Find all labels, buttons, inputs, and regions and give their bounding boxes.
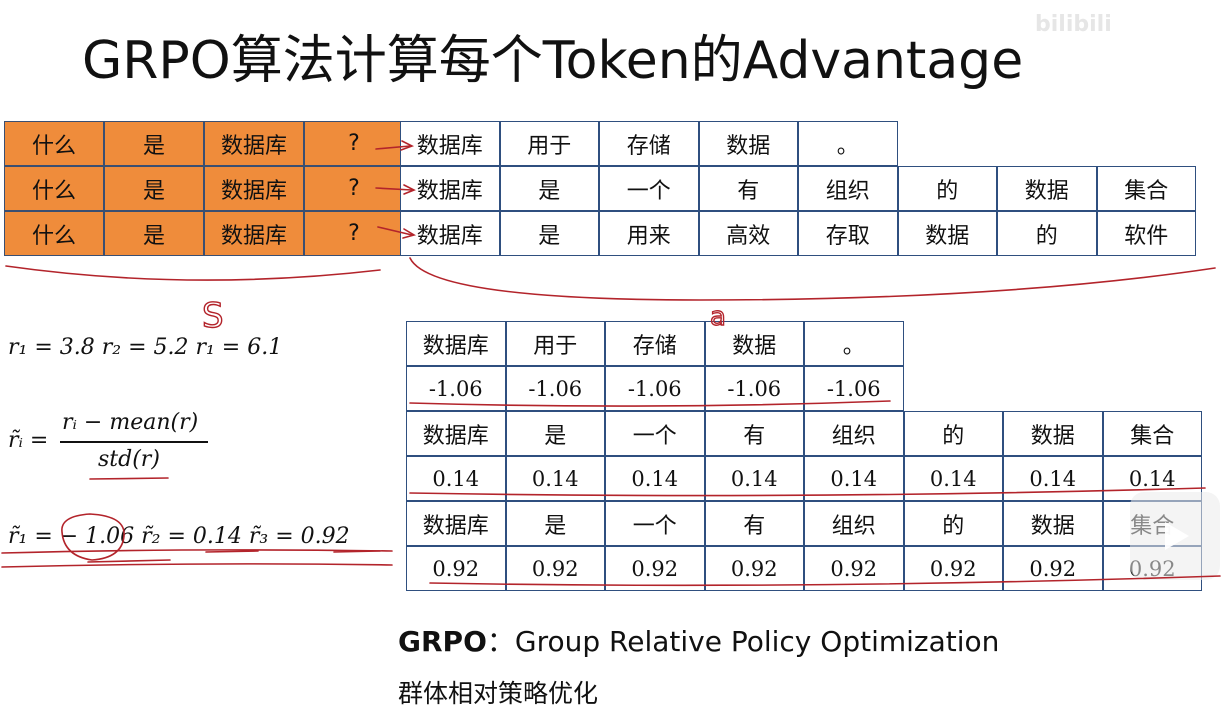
prompt-token-cell: 数据库 xyxy=(204,121,304,166)
response-token-cell: 数据库 xyxy=(400,166,500,211)
rewards-formula: r₁ = 3.8 r₂ = 5.2 r₁ = 6.1 xyxy=(8,335,283,360)
prompt-token-cell: ? xyxy=(304,121,404,166)
advantage-token-cell: 存储 xyxy=(605,321,705,366)
response-token-cell: 的 xyxy=(897,166,997,211)
advantage-value-cell: 0.14 xyxy=(406,456,506,501)
response-token-cell: 数据 xyxy=(897,211,997,256)
response-token-cell: 组织 xyxy=(798,166,898,211)
advantage-token-cell: 组织 xyxy=(804,501,904,546)
response-token-cell: 存储 xyxy=(599,121,699,166)
response-token-cell: 。 xyxy=(798,121,898,166)
advantage-token-cell: 数据 xyxy=(1003,411,1103,456)
response-token-cell: 软件 xyxy=(1096,211,1196,256)
advantage-token-cell: 数据 xyxy=(704,321,804,366)
caption-chinese: 群体相对策略优化 xyxy=(398,679,599,708)
caption-expansion: ：Group Relative Policy Optimization xyxy=(486,625,1000,658)
page-title: GRPO算法计算每个Token的Advantage xyxy=(82,31,1024,91)
prompt-token-cell: 什么 xyxy=(4,166,104,211)
response-token-cell: 数据 xyxy=(698,121,798,166)
left-rule-2 xyxy=(1,563,393,568)
underline-result-2 xyxy=(205,550,259,553)
response-token-cell: 是 xyxy=(499,211,599,256)
response-token-cell: 的 xyxy=(997,211,1097,256)
advantage-value-cell: 0.14 xyxy=(903,456,1003,501)
advantage-value-cell: 0.14 xyxy=(704,456,804,501)
prompt-token-cell: 是 xyxy=(104,121,204,166)
advantage-token-cell: 数据 xyxy=(1003,501,1103,546)
response-token-cell: 存取 xyxy=(798,211,898,256)
caption-english: GRPO：Group Relative Policy Optimization xyxy=(398,620,999,660)
advantage-value-cell: 0.14 xyxy=(1003,456,1103,501)
advantage-value-cell: -1.06 xyxy=(406,366,506,411)
underline-result-1 xyxy=(87,559,171,563)
advantage-token-cell: 一个 xyxy=(605,411,705,456)
advantage-token-cell: 的 xyxy=(903,411,1003,456)
advantage-results-formula: r̃₁ = − 1.06 r̃₂ = 0.14 r̃₃ = 0.92 xyxy=(8,524,350,549)
advantage-token-cell: 数据库 xyxy=(406,321,506,366)
advantage-value-cell: 0.92 xyxy=(605,546,705,591)
advantage-token-cell: 组织 xyxy=(804,411,904,456)
response-token-cell: 高效 xyxy=(698,211,798,256)
normalize-formula-numerator: rᵢ − mean(r) xyxy=(62,410,199,435)
advantage-value-cell: 0.92 xyxy=(406,546,506,591)
prompt-token-cell: 什么 xyxy=(4,211,104,256)
advantage-token-cell: 是 xyxy=(505,411,605,456)
advantage-token-cell: 有 xyxy=(704,411,804,456)
prompt-token-cell: ? xyxy=(304,211,404,256)
prompt-token-cell: 什么 xyxy=(4,121,104,166)
advantage-value-cell: 0.92 xyxy=(804,546,904,591)
handwritten-s-mark: S xyxy=(202,296,224,336)
advantage-token-cell: 数据库 xyxy=(406,501,506,546)
advantage-token-cell: 数据库 xyxy=(406,411,506,456)
caption-acronym: GRPO xyxy=(398,625,487,658)
advantage-token-cell: 用于 xyxy=(505,321,605,366)
advantage-token-cell: 是 xyxy=(505,501,605,546)
advantage-value-cell: 0.14 xyxy=(804,456,904,501)
brace-prompt xyxy=(5,265,381,281)
response-token-cell: 一个 xyxy=(599,166,699,211)
advantage-token-cell: 集合 xyxy=(1102,411,1202,456)
response-token-cell: 是 xyxy=(499,166,599,211)
advantage-value-cell: -1.06 xyxy=(505,366,605,411)
play-icon xyxy=(1165,522,1189,550)
response-token-cell: 用于 xyxy=(499,121,599,166)
advantage-token-cell: 的 xyxy=(903,501,1003,546)
normalize-formula-denominator: std(r) xyxy=(98,447,160,472)
advantage-token-cell: 。 xyxy=(804,321,904,366)
underline-result-3 xyxy=(333,550,381,553)
response-token-cell: 用来 xyxy=(599,211,699,256)
prompt-token-cell: 数据库 xyxy=(204,211,304,256)
brace-response xyxy=(409,257,1216,301)
advantage-value-cell: 0.14 xyxy=(605,456,705,501)
advantage-value-cell: 0.14 xyxy=(505,456,605,501)
prompt-token-cell: 是 xyxy=(104,211,204,256)
advantage-value-cell: 0.92 xyxy=(903,546,1003,591)
video-play-button[interactable] xyxy=(1130,492,1220,580)
response-token-cell: 数据 xyxy=(997,166,1097,211)
prompt-token-cell: ? xyxy=(304,166,404,211)
advantage-value-cell: 0.92 xyxy=(505,546,605,591)
advantage-value-cell: 0.92 xyxy=(1003,546,1103,591)
response-token-cell: 数据库 xyxy=(400,121,500,166)
watermark-logo: bilibili xyxy=(1035,12,1112,37)
fraction-bar xyxy=(60,441,208,443)
normalize-formula-lhs: r̃ᵢ = xyxy=(8,428,49,453)
underline-formula xyxy=(89,477,169,480)
advantage-token-cell: 有 xyxy=(704,501,804,546)
advantage-value-cell: -1.06 xyxy=(704,366,804,411)
response-token-cell: 有 xyxy=(698,166,798,211)
response-token-cell: 数据库 xyxy=(400,211,500,256)
advantage-value-cell: 0.92 xyxy=(704,546,804,591)
response-token-cell: 集合 xyxy=(1096,166,1196,211)
advantage-value-cell: -1.06 xyxy=(605,366,705,411)
advantage-token-cell: 一个 xyxy=(605,501,705,546)
left-rule xyxy=(1,549,393,554)
prompt-token-cell: 是 xyxy=(104,166,204,211)
prompt-token-cell: 数据库 xyxy=(204,166,304,211)
advantage-value-cell: -1.06 xyxy=(804,366,904,411)
